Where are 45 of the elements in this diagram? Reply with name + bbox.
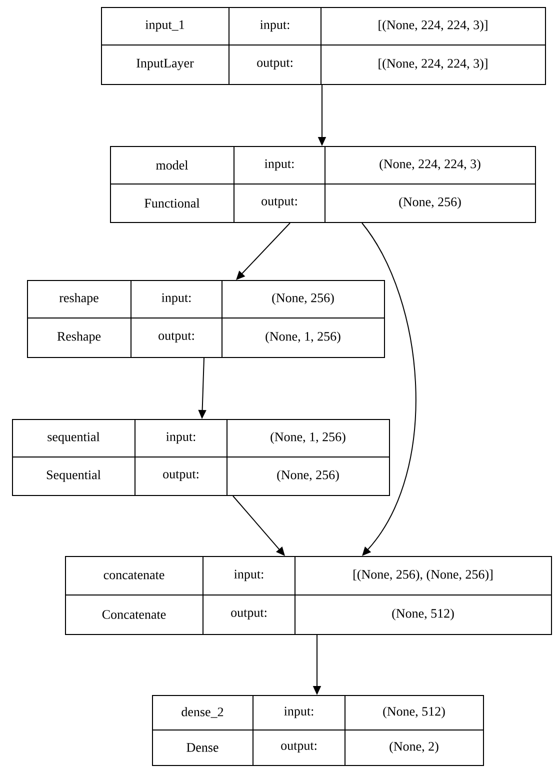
port-label: input:: [162, 293, 191, 305]
layer-table: [64, 556, 552, 635]
port-label: output:: [281, 742, 316, 753]
layer-name: reshape: [59, 293, 98, 305]
layer-name: model: [156, 160, 188, 170]
layer-name: sequential: [48, 432, 100, 444]
port-label: output:: [262, 198, 297, 208]
layer-table: [12, 418, 390, 496]
port-label: output:: [231, 609, 266, 620]
layer-type: InputLayer: [136, 58, 194, 70]
port-label: output:: [257, 59, 292, 70]
layer-name: concatenate: [104, 572, 164, 580]
shape-value: (None, 512): [383, 706, 445, 718]
arrow: [232, 496, 285, 556]
layer-table: [152, 694, 484, 766]
port-label: output:: [158, 332, 194, 343]
arrow: [236, 222, 290, 280]
layer-type: Functional: [144, 198, 200, 208]
layer-type: Sequential: [46, 470, 101, 482]
arrow: [362, 222, 416, 556]
shape-value: (None, 2): [390, 742, 438, 754]
shape-value: [(None, 256), (None, 256)]: [354, 570, 492, 582]
layer-type: Concatenate: [102, 610, 166, 619]
shape-value: (None, 256): [277, 470, 339, 482]
layer-name: dense_2: [182, 707, 224, 718]
port-label: input:: [166, 432, 196, 444]
port-label: input:: [284, 706, 314, 718]
port-label: input:: [234, 570, 264, 582]
layer-type: Reshape: [57, 332, 101, 344]
layer-type: Dense: [186, 743, 218, 752]
shape-value: [(None, 224, 224, 3)]: [378, 20, 488, 32]
layer-name: input_1: [145, 20, 184, 32]
port-label: input:: [264, 159, 294, 171]
port-label: output:: [163, 470, 198, 482]
shape-value: (None, 1, 256): [266, 332, 340, 344]
layer-table: [100, 6, 546, 85]
shape-value: [(None, 224, 224, 3)]: [378, 58, 488, 70]
shape-value: (None, 1, 256): [270, 432, 346, 444]
shape-value: (None, 512): [392, 608, 454, 620]
port-label: input:: [260, 20, 290, 32]
shape-value: (None, 256): [272, 293, 334, 305]
shape-value: (None, 224, 224, 3): [380, 159, 480, 171]
layer-table: [26, 280, 385, 358]
shape-value: (None, 256): [399, 197, 461, 209]
layer-table: [110, 146, 536, 223]
